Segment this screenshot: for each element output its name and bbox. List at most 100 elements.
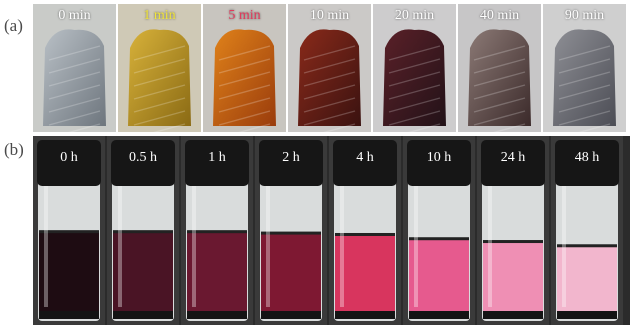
crystal-streak [68, 123, 101, 132]
vial-tile: 0 h [33, 136, 105, 325]
vial-sediment [483, 311, 543, 319]
crystal-image [468, 29, 531, 132]
vial-image [107, 136, 179, 325]
vial-sediment [39, 311, 99, 319]
crystal-shape [553, 29, 616, 127]
crystal-streak [473, 97, 526, 113]
crystal-streak [473, 84, 526, 100]
crystal-streak [133, 45, 186, 61]
vial-highlight [562, 184, 566, 307]
crystal-time-label: 40 min [479, 8, 520, 23]
vial-tile: 1 h [181, 136, 253, 325]
crystal-streak [558, 58, 611, 74]
crystal-streak [303, 97, 356, 113]
vial-liquid [409, 239, 469, 313]
crystal-streak [388, 45, 441, 61]
crystal-tile: 20 min [373, 4, 456, 132]
crystal-streak [323, 123, 356, 132]
vial-cap [481, 140, 545, 186]
vial-image [551, 136, 623, 325]
crystal-streak [388, 58, 441, 74]
crystal-streak [133, 71, 186, 87]
vial-meniscus [483, 240, 543, 244]
crystal-time-label: 20 min [394, 8, 435, 23]
vial-image [33, 136, 105, 325]
vial-sediment [409, 311, 469, 319]
crystal-streak [218, 110, 271, 126]
vial-cap [37, 140, 101, 186]
crystal-image [128, 29, 191, 132]
crystal-streak [558, 84, 611, 100]
crystal-streak [48, 58, 101, 74]
crystal-streak [48, 110, 101, 126]
crystal-tile: 10 min [288, 4, 371, 132]
crystal-tile: 90 min [543, 4, 626, 132]
vial-image [329, 136, 401, 325]
crystal-streak [558, 97, 611, 113]
vial-cap [259, 140, 323, 186]
vial-highlight [340, 184, 344, 307]
crystal-time-label: 0 min [58, 8, 91, 23]
crystal-streak [388, 110, 441, 126]
crystal-streak [558, 45, 611, 61]
crystal-streak [218, 84, 271, 100]
vial-tile: 48 h [551, 136, 623, 325]
crystal-streak [473, 71, 526, 87]
crystal-streak [48, 97, 101, 113]
vial-meniscus [39, 230, 99, 234]
crystal-streak [133, 84, 186, 100]
crystal-streak [303, 45, 356, 61]
crystal-streak [218, 97, 271, 113]
vial-meniscus [187, 230, 247, 234]
crystal-image [383, 29, 446, 132]
vial-highlight [118, 184, 122, 307]
vial-sediment [113, 311, 173, 319]
vial-highlight [44, 184, 48, 307]
vial-time-label: 0 h [60, 150, 78, 165]
vial-cap [333, 140, 397, 186]
crystal-streak [153, 123, 186, 132]
crystal-streak [218, 71, 271, 87]
vial-liquid [187, 232, 247, 313]
vial-sediment [187, 311, 247, 319]
vial-time-label: 48 h [574, 150, 600, 165]
crystal-streak [408, 123, 441, 132]
crystal-streak [303, 71, 356, 87]
crystal-streak [473, 45, 526, 61]
crystal-streak [303, 110, 356, 126]
vial-sediment [261, 311, 321, 319]
vial-liquid [335, 234, 395, 313]
vial-sediment [335, 311, 395, 319]
crystal-shape [383, 29, 446, 127]
crystal-streak [133, 97, 186, 113]
crystal-streak [578, 123, 611, 132]
vial-tile: 4 h [329, 136, 401, 325]
vial-time-label: 0.5 h [129, 150, 157, 165]
vial-time-label: 2 h [282, 150, 300, 165]
vial-cap [185, 140, 249, 186]
crystal-streak [238, 123, 271, 132]
crystal-image [553, 29, 616, 132]
vial-meniscus [557, 244, 617, 248]
crystal-image [298, 29, 361, 132]
vial-meniscus [335, 232, 395, 236]
crystal-streak [303, 84, 356, 100]
crystal-streak [493, 123, 526, 132]
vial-sediment [557, 311, 617, 319]
crystal-time-label: 10 min [309, 8, 350, 23]
vial-image [255, 136, 327, 325]
vial-time-label: 24 h [500, 150, 526, 165]
vial-time-label: 4 h [356, 150, 374, 165]
crystal-time-label: 1 min [143, 8, 176, 23]
vial-liquid [261, 233, 321, 313]
vial-liquid [39, 232, 99, 313]
crystal-shape [468, 29, 531, 127]
vial-image [477, 136, 549, 325]
crystal-streak [48, 71, 101, 87]
crystal-streak [558, 110, 611, 126]
vial-meniscus [113, 230, 173, 234]
panel-a-label: (a) [4, 16, 23, 35]
crystal-image [213, 29, 276, 132]
crystal-streak [388, 97, 441, 113]
